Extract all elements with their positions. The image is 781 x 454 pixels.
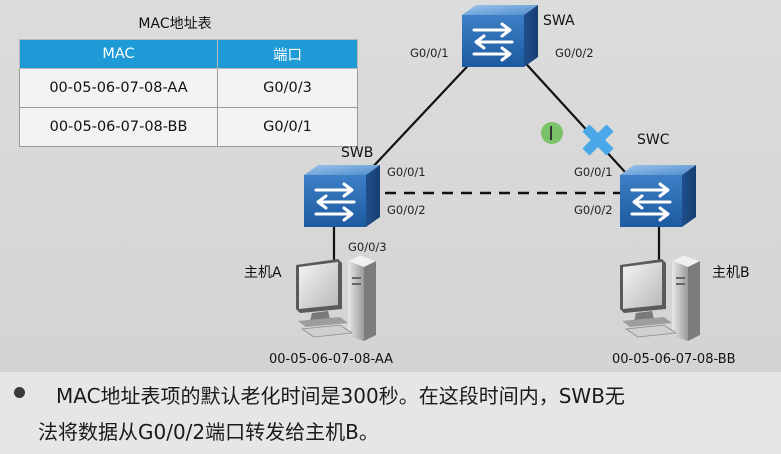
cell-mac: 00-05-06-07-08-AA [19,68,218,108]
port-label: G0/0/1 [410,46,449,60]
port-label: G0/0/2 [387,203,426,217]
link-down-x-icon [582,124,614,156]
device-label-swa: SWA [543,13,575,29]
port-label: G0/0/2 [555,46,594,60]
cell-port: G0/0/3 [217,68,358,108]
switch-icon [460,3,540,69]
cursor-highlight [541,122,563,144]
link-swa-swb [367,54,479,173]
switch-icon [618,163,698,229]
caption-line-2: 法将数据从G0/0/2端口转发给主机B。 [38,420,379,444]
table-row: 00-05-06-07-08-BB G0/0/1 [19,107,358,147]
port-label: G0/0/1 [387,165,426,179]
host-a-mac: 00-05-06-07-08-AA [269,352,394,367]
host-b-mac: 00-05-06-07-08-BB [612,352,736,367]
computer-icon [619,254,701,342]
device-label-host-b: 主机B [712,265,750,281]
caption-line-1: MAC地址表项的默认老化时间是300秒。在这段时间内，SWB无 [56,384,625,408]
caption-text: MAC地址表项的默认老化时间是300秒。在这段时间内，SWB无 法将数据从G0/… [38,378,776,450]
text-cursor-icon [550,126,555,140]
computer-icon [295,254,377,342]
col-port: 端口 [217,39,358,69]
table-row: 00-05-06-07-08-AA G0/0/3 [19,68,358,108]
port-label: G0/0/1 [574,165,613,179]
mac-address-table: MAC 端口 00-05-06-07-08-AA G0/0/3 00-05-06… [19,39,358,147]
link-swa-swc [517,54,626,173]
mac-table-title: MAC地址表 [138,16,212,32]
cell-mac: 00-05-06-07-08-BB [19,107,218,147]
device-label-host-a: 主机A [244,265,282,281]
port-label: G0/0/2 [574,203,613,217]
device-label-swc: SWC [637,132,670,148]
switch-icon [302,163,382,229]
caption-band [0,372,781,454]
cell-port: G0/0/1 [217,107,358,147]
bullet-icon [14,387,25,398]
port-label: G0/0/3 [348,240,387,254]
device-label-swb: SWB [341,145,374,161]
table-header-row: MAC 端口 [19,39,358,69]
